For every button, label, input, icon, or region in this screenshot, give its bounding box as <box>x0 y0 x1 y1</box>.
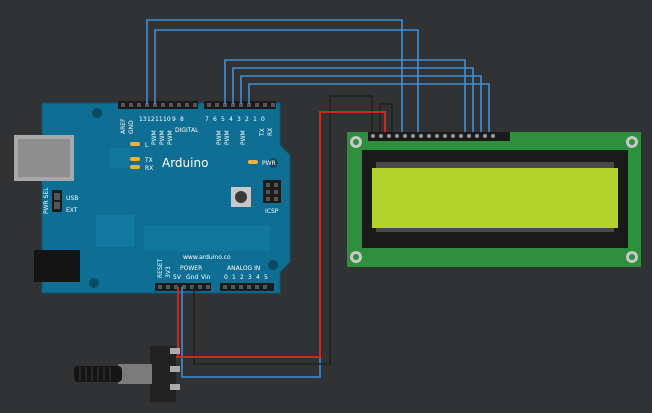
a4-label: 4 <box>256 274 260 281</box>
wire-gnd-lcd <box>193 95 373 365</box>
arduino-logo-text: Arduino <box>162 156 208 170</box>
icsp-label: ICSP <box>265 208 279 215</box>
pin-1-label: 1 <box>253 116 257 123</box>
pin-12-label: 12 <box>147 116 155 123</box>
pin-4-label: 4 <box>229 116 233 123</box>
pwr-label: PWR <box>262 160 276 167</box>
pin-6-label: 6 <box>213 116 217 123</box>
led-l-label: L <box>145 142 149 149</box>
mounting-hole <box>89 278 99 288</box>
pwm-label: PWM <box>159 130 166 145</box>
wire-lcd-rw <box>379 103 393 132</box>
ext-label: EXT <box>66 207 78 214</box>
led-rx <box>130 165 140 169</box>
pin-7-label: 7 <box>205 116 209 123</box>
pwr-sel-label: PWR SEL <box>43 187 50 214</box>
usb-label: USB <box>66 195 78 202</box>
5v-pin-label: 5V <box>173 274 182 281</box>
pin-5-label: 5 <box>221 116 225 123</box>
ground-wires <box>193 95 393 365</box>
pwm-label: PWM <box>167 130 174 145</box>
pin-8-label: 8 <box>180 116 184 123</box>
wire-d4-db5 <box>232 67 474 132</box>
power-label: POWER <box>180 265 202 272</box>
digital-label: DIGITAL <box>175 127 199 134</box>
tx-pin-label: TX <box>259 128 266 137</box>
icsp-header <box>263 180 281 203</box>
mounting-hole <box>92 108 102 118</box>
pwm-label: PWM <box>151 130 158 145</box>
reset-pin-label: RESET <box>157 258 164 278</box>
a3-label: 3 <box>248 274 252 281</box>
led-l <box>130 142 140 146</box>
pwm-label: PWM <box>224 130 231 145</box>
a5-label: 5 <box>264 274 268 281</box>
lcd-pin-header <box>368 132 510 141</box>
mounting-hole <box>268 260 278 270</box>
led-tx-label: TX <box>144 157 153 164</box>
wire-d3-db6 <box>240 75 482 132</box>
pwm-label: PWM <box>216 130 223 145</box>
gnd-label: GND <box>128 120 135 134</box>
data-wires <box>146 19 490 378</box>
led-tx <box>130 157 140 161</box>
potentiometer <box>74 346 180 402</box>
wire-5v-lcd <box>177 111 386 358</box>
power-jack <box>34 250 80 282</box>
potentiometer-body <box>150 346 176 402</box>
wire-d2-db7 <box>248 83 490 132</box>
a2-label: 2 <box>240 274 244 281</box>
pin-10-label: 10 <box>163 116 171 123</box>
pin-11-label: 11 <box>155 116 163 123</box>
digital-header-left <box>118 101 198 109</box>
lcd-module <box>347 132 641 267</box>
lcd-screen <box>372 168 618 228</box>
led-rx-label: RX <box>145 165 153 172</box>
a1-label: 1 <box>232 274 236 281</box>
website-label: www.arduino.co <box>183 254 231 261</box>
pin-2-label: 2 <box>245 116 249 123</box>
pin-9-label: 9 <box>172 116 176 123</box>
wire-d5-db4 <box>224 59 466 132</box>
analog-in-label: ANALOG IN <box>227 265 260 272</box>
arduino-board: AREF GND 13 12 11 10 9 8 7 6 5 4 3 2 1 0… <box>14 101 291 294</box>
potentiometer-shaft-collar <box>118 364 152 384</box>
vin-pin-label: Vin <box>201 274 211 281</box>
a0-label: 0 <box>224 274 228 281</box>
gnd-pin-label: Gnd <box>186 274 198 281</box>
mounting-hole <box>268 158 278 168</box>
pin-13-label: 13 <box>139 116 147 123</box>
pin-3-label: 3 <box>237 116 241 123</box>
rx-pin-label: RX <box>267 128 274 136</box>
pwr-sel-jumper <box>52 190 62 212</box>
pwm-label: PWM <box>240 130 247 145</box>
pin-0-label: 0 <box>261 116 265 123</box>
3v3-pin-label: 3V3 <box>165 266 172 278</box>
led-pwr <box>248 160 258 164</box>
aref-label: AREF <box>120 118 127 134</box>
wire-d11-en <box>154 29 419 132</box>
